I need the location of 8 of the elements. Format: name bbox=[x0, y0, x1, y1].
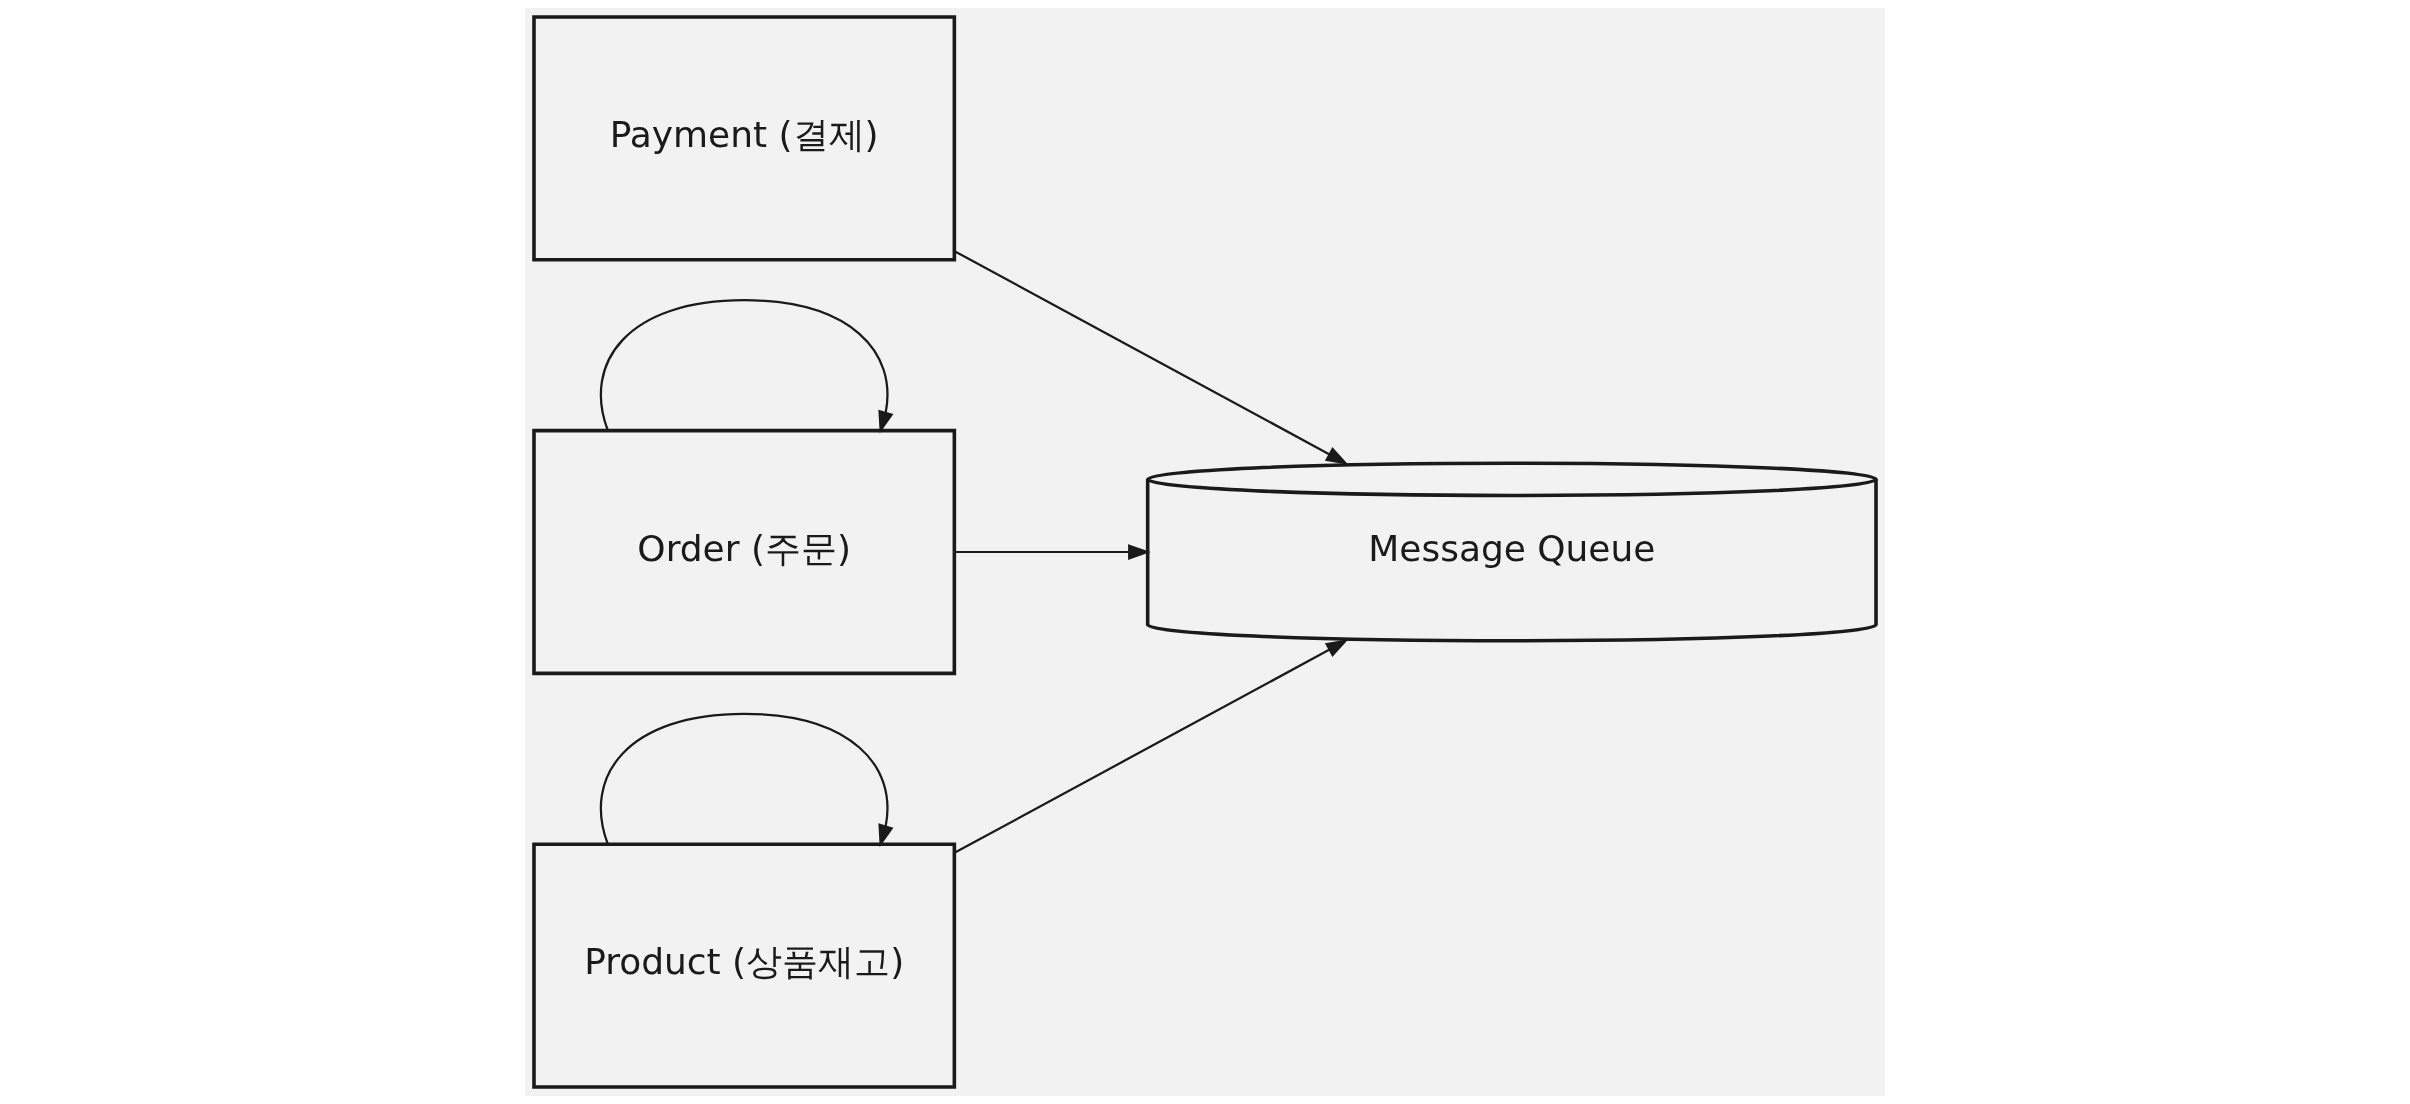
arrow bbox=[954, 544, 1151, 560]
arrow bbox=[599, 712, 894, 848]
node-box: Product (상품재고) bbox=[532, 842, 957, 1089]
arrow bbox=[599, 299, 894, 434]
node-box: Order (주문) bbox=[532, 428, 957, 676]
node-box: Payment (결제) bbox=[532, 15, 957, 262]
arrow bbox=[954, 250, 1349, 465]
arrow bbox=[954, 639, 1349, 854]
